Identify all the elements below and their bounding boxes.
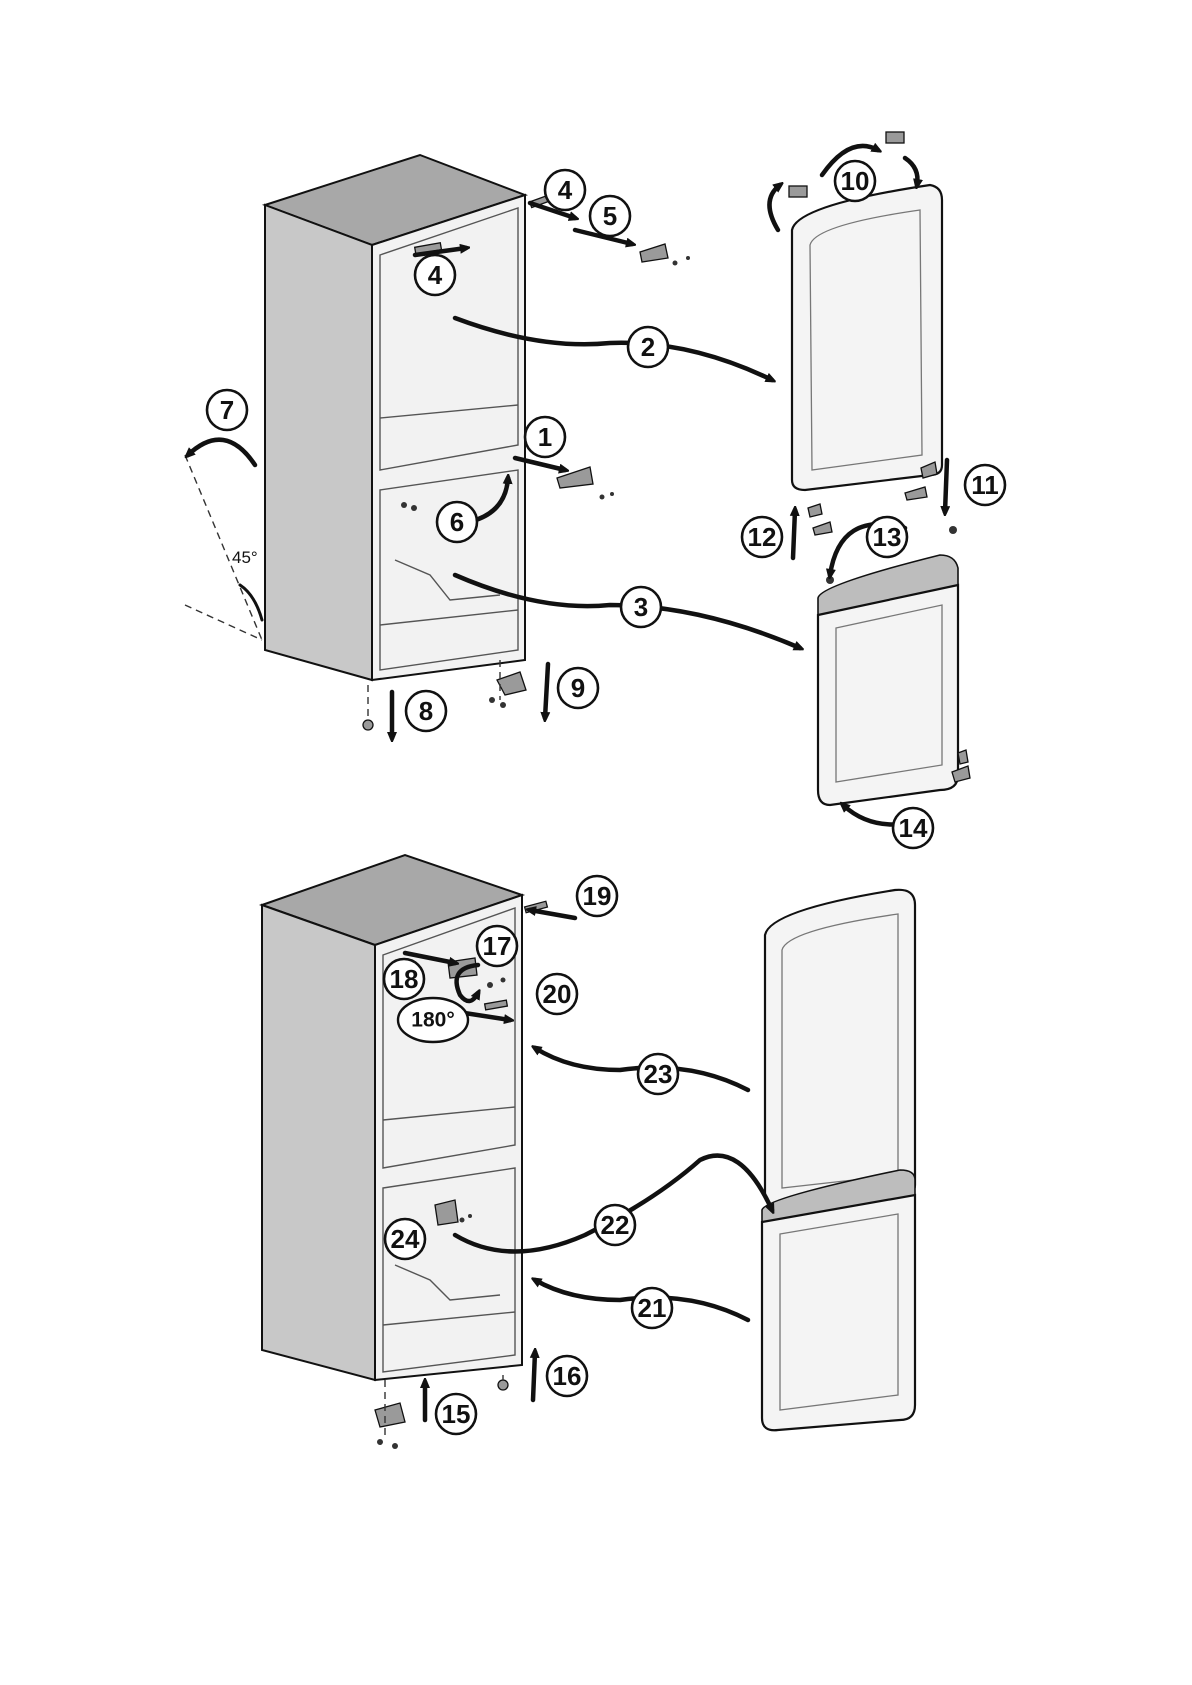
callout-14: 14 [893, 808, 933, 848]
svg-text:23: 23 [644, 1059, 673, 1089]
callout-17: 17 [477, 926, 517, 966]
rotation-label: 180° [411, 1009, 454, 1032]
svg-text:13: 13 [873, 522, 902, 552]
svg-text:18: 18 [390, 964, 419, 994]
svg-text:10: 10 [841, 166, 870, 196]
callout-3: 3 [621, 587, 661, 627]
reassembled-bottom-door [762, 1170, 915, 1430]
callout-9: 9 [558, 668, 598, 708]
top-fridge-body [265, 155, 525, 680]
svg-text:8: 8 [419, 696, 433, 726]
callout-13: 13 [867, 517, 907, 557]
callout-5: 5 [590, 196, 630, 236]
callout-15: 15 [436, 1394, 476, 1434]
bottom-door [818, 555, 958, 805]
svg-text:6: 6 [450, 507, 464, 537]
callout-19: 19 [577, 876, 617, 916]
svg-text:17: 17 [483, 931, 512, 961]
svg-text:1: 1 [538, 422, 552, 452]
callout-20: 20 [537, 974, 577, 1014]
svg-text:7: 7 [220, 395, 234, 425]
callout-21: 21 [632, 1288, 672, 1328]
tilt-guide: 45° [185, 455, 262, 640]
svg-text:16: 16 [553, 1361, 582, 1391]
callout-12: 12 [742, 517, 782, 557]
svg-text:15: 15 [442, 1399, 471, 1429]
callout-8: 8 [406, 691, 446, 731]
callout-22: 22 [595, 1205, 635, 1245]
svg-text:4: 4 [558, 175, 573, 205]
callout-1: 1 [525, 417, 565, 457]
callout-11: 11 [965, 465, 1005, 505]
svg-text:3: 3 [634, 592, 648, 622]
svg-text:24: 24 [391, 1224, 420, 1254]
callout-6: 6 [437, 502, 477, 542]
svg-text:20: 20 [543, 979, 572, 1009]
svg-text:22: 22 [601, 1210, 630, 1240]
callout-24: 24 [385, 1219, 425, 1259]
callout-10: 10 [835, 161, 875, 201]
svg-text:21: 21 [638, 1293, 667, 1323]
callout-4-cover: 4 [415, 255, 455, 295]
callout-16: 16 [547, 1356, 587, 1396]
top-door [792, 185, 942, 490]
svg-text:5: 5 [603, 201, 617, 231]
svg-text:9: 9 [571, 673, 585, 703]
callout-18: 18 [384, 959, 424, 999]
svg-text:4: 4 [428, 260, 443, 290]
svg-text:2: 2 [641, 332, 655, 362]
callout-2: 2 [628, 327, 668, 367]
angle-label: 45° [232, 548, 258, 567]
svg-text:12: 12 [748, 522, 777, 552]
callout-4-hinge-top: 4 [545, 170, 585, 210]
callout-23: 23 [638, 1054, 678, 1094]
svg-text:19: 19 [583, 881, 612, 911]
callout-7: 7 [207, 390, 247, 430]
svg-text:11: 11 [971, 470, 999, 500]
reassembled-top-door [765, 890, 915, 1205]
svg-text:14: 14 [899, 813, 928, 843]
